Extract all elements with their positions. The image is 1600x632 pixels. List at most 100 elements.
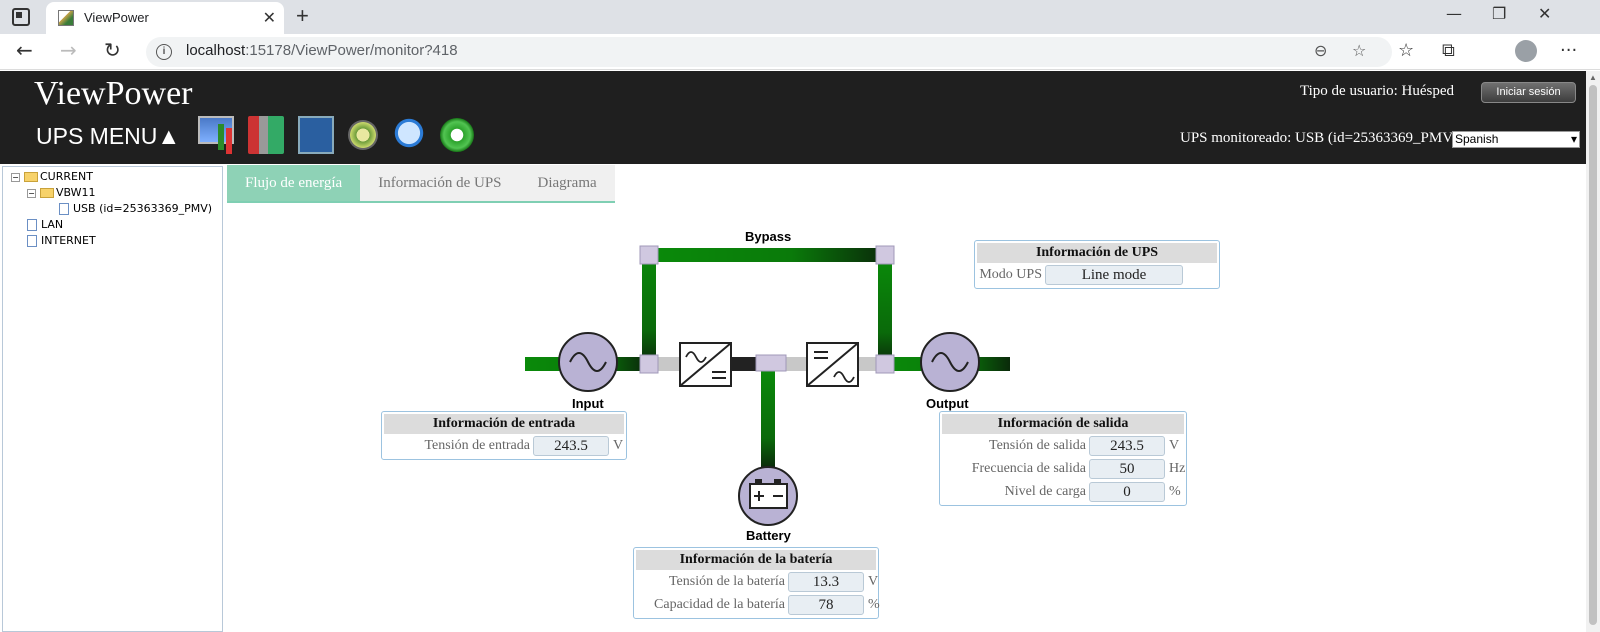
- output-frequency-label: Frecuencia de salida: [971, 461, 1086, 476]
- ups-menu-toggle[interactable]: UPS MENU▲: [36, 123, 181, 149]
- output-frequency-value: 50: [1089, 459, 1165, 479]
- tree-node-current[interactable]: −CURRENT: [11, 170, 93, 183]
- tab-title: ViewPower: [84, 10, 149, 25]
- node-bypass-left: [639, 245, 659, 265]
- zoom-out-icon[interactable]: ⊖: [1314, 41, 1328, 60]
- collapse-icon[interactable]: −: [11, 172, 20, 182]
- add-favorite-icon[interactable]: ☆: [1352, 41, 1367, 60]
- new-tab-icon[interactable]: +: [296, 3, 309, 28]
- tools-settings-icon[interactable]: [298, 116, 334, 154]
- output-ac-icon: [920, 332, 980, 392]
- tab-ups-info[interactable]: Información de UPS: [360, 165, 520, 201]
- more-menu-icon[interactable]: ···: [1560, 40, 1578, 61]
- battery-voltage-row: Tensión de la batería 13.3 V: [636, 570, 879, 593]
- node-bypass-right: [875, 245, 895, 265]
- input-voltage-unit: V: [613, 438, 624, 453]
- close-tab-icon[interactable]: ✕: [262, 10, 276, 27]
- reload-icon[interactable]: ↻: [104, 38, 121, 62]
- refresh-icon[interactable]: [440, 118, 474, 152]
- document-icon: [27, 219, 37, 231]
- back-icon[interactable]: ←: [16, 38, 33, 62]
- battery-label: Battery: [746, 528, 791, 543]
- output-frequency-row: Frecuencia de salida 50 Hz: [942, 457, 1186, 480]
- tab-actions-icon[interactable]: [12, 8, 30, 26]
- url-text[interactable]: localhost:15178/ViewPower/monitor?418: [186, 42, 458, 59]
- viewpower-favicon-icon: [58, 10, 74, 26]
- gear-icon[interactable]: [348, 120, 378, 150]
- minimize-icon[interactable]: —: [1446, 4, 1462, 23]
- tab-diagram[interactable]: Diagrama: [519, 165, 615, 201]
- rectifier-icon: [679, 342, 732, 387]
- input-info-title: Información de entrada: [384, 414, 624, 434]
- login-button[interactable]: Iniciar sesión: [1481, 82, 1576, 103]
- load-level-label: Nivel de carga: [1004, 484, 1086, 499]
- battery-icon: [738, 466, 798, 526]
- output-voltage-row: Tensión de salida 243.5 V: [942, 434, 1184, 457]
- document-icon: [27, 235, 37, 247]
- battery-info-panel: Información de la batería Tensión de la …: [633, 547, 880, 619]
- output-info-panel: Información de salida Tensión de salida …: [939, 411, 1187, 506]
- restore-icon[interactable]: ❐: [1492, 4, 1507, 23]
- folder-icon: [40, 188, 54, 198]
- ups-mode-row: Modo UPS Line mode: [977, 263, 1217, 286]
- page-scrollbar[interactable]: [1586, 71, 1600, 632]
- collections-icon[interactable]: ⧉: [1442, 40, 1455, 61]
- bypass-top-line: [650, 248, 886, 262]
- battery-voltage-unit: V: [868, 574, 879, 589]
- battery-voltage-label: Tensión de la batería: [668, 574, 785, 589]
- user-type-label: Tipo de usuario: Huésped: [1300, 83, 1455, 99]
- input-voltage-label: Tensión de entrada: [424, 438, 530, 453]
- battery-line: [761, 368, 775, 468]
- battery-capacity-unit: %: [868, 597, 880, 612]
- battery-capacity-label: Capacidad de la batería: [654, 597, 785, 612]
- profile-avatar[interactable]: [1515, 40, 1537, 62]
- tab-power-flow[interactable]: Flujo de energía: [227, 165, 361, 201]
- search-icon[interactable]: [392, 116, 426, 150]
- device-tree: −CURRENT −VBW11 USB (id=25363369_PMV) LA…: [2, 166, 223, 632]
- brand-title: ViewPower: [34, 75, 193, 112]
- language-select[interactable]: Spanish: [1452, 131, 1580, 148]
- forward-icon[interactable]: →: [60, 38, 77, 62]
- favorites-icon[interactable]: ☆: [1398, 40, 1415, 61]
- address-bar[interactable]: i localhost:15178/ViewPower/monitor?418 …: [146, 37, 1392, 67]
- node-battery: [755, 354, 787, 372]
- ups-info-panel: Información de UPS Modo UPS Line mode: [974, 240, 1220, 289]
- battery-voltage-value: 13.3: [788, 572, 864, 592]
- bypass-left-line: [642, 248, 656, 364]
- app-header: ViewPower UPS MENU▲ Tipo de usuario: Hué…: [0, 71, 1586, 164]
- view-tabs: Flujo de energía Información de UPS Diag…: [227, 165, 615, 203]
- input-ac-icon: [558, 332, 618, 392]
- folder-icon: [24, 172, 38, 182]
- tree-node-lan[interactable]: LAN: [27, 218, 63, 231]
- collapse-icon[interactable]: −: [27, 188, 36, 198]
- address-toolbar: ← → ↻ i localhost:15178/ViewPower/monito…: [0, 34, 1600, 70]
- browser-tab-bar: ViewPower ✕ + — ❐ ✕: [0, 0, 1600, 34]
- bypass-right-line: [878, 258, 892, 364]
- battery-capacity-row: Capacidad de la batería 78 %: [636, 593, 880, 616]
- close-window-icon[interactable]: ✕: [1538, 4, 1552, 23]
- site-info-icon[interactable]: i: [156, 44, 172, 60]
- output-voltage-label: Tensión de salida: [989, 438, 1086, 453]
- input-info-panel: Información de entrada Tensión de entrad…: [381, 411, 627, 460]
- node-input: [639, 354, 659, 374]
- battery-info-title: Información de la batería: [636, 550, 876, 570]
- tree-node-vbw11[interactable]: −VBW11: [27, 186, 96, 199]
- document-icon: [59, 203, 69, 215]
- load-level-unit: %: [1169, 484, 1181, 499]
- dc-bus-dark-segment: [732, 357, 762, 371]
- output-voltage-unit: V: [1169, 438, 1180, 453]
- output-frequency-unit: Hz: [1169, 461, 1186, 476]
- browser-tab[interactable]: ViewPower ✕: [46, 2, 284, 34]
- monitor-chart-icon[interactable]: [198, 116, 234, 150]
- node-output: [875, 354, 895, 374]
- input-label: Input: [572, 396, 604, 411]
- tree-node-internet[interactable]: INTERNET: [27, 234, 96, 247]
- tree-node-usb[interactable]: USB (id=25363369_PMV): [59, 202, 212, 215]
- ups-mode-value: Line mode: [1045, 265, 1183, 285]
- bypass-label: Bypass: [745, 229, 792, 244]
- ups-info-title: Información de UPS: [977, 243, 1217, 263]
- output-voltage-value: 243.5: [1089, 436, 1165, 456]
- books-icon[interactable]: [248, 116, 284, 154]
- input-voltage-value: 243.5: [533, 436, 609, 456]
